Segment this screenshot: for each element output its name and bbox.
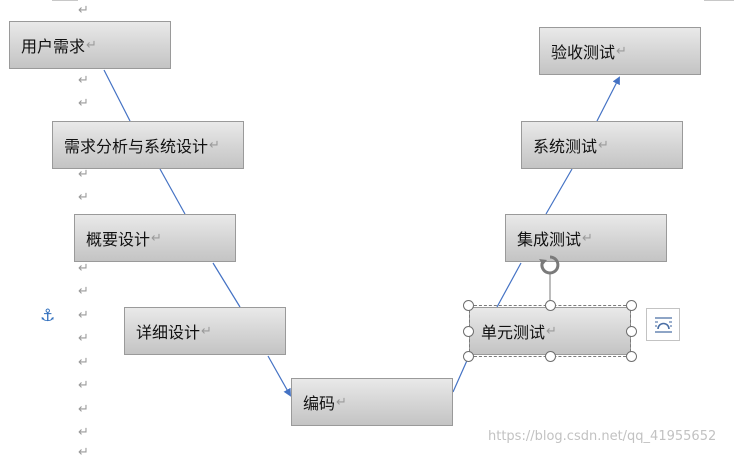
- paragraph-mark: ↵: [78, 3, 89, 18]
- paragraph-mark: ↵: [86, 37, 97, 53]
- resize-handle-top-left[interactable]: [463, 300, 474, 311]
- rotate-handle-icon[interactable]: [537, 252, 563, 278]
- resize-handle-left[interactable]: [463, 326, 474, 337]
- step-label: 用户需求: [21, 37, 86, 56]
- connector-line[interactable]: [103, 69, 131, 122]
- resize-handle-top-right[interactable]: [626, 300, 637, 311]
- paragraph-mark: ↵: [78, 445, 89, 460]
- paragraph-mark: ↵: [78, 284, 89, 299]
- step-box-detailed-design[interactable]: 详细设计↵: [124, 307, 286, 355]
- step-label: 集成测试: [517, 230, 582, 249]
- paragraph-mark: ↵: [616, 43, 627, 59]
- paragraph-mark: ↵: [151, 230, 162, 246]
- step-label: 编码: [303, 394, 336, 413]
- paragraph-mark: ↵: [582, 230, 593, 246]
- connector-line[interactable]: [159, 168, 186, 215]
- step-box-analysis-design[interactable]: 需求分析与系统设计↵: [52, 121, 244, 169]
- paragraph-mark: ↵: [546, 323, 557, 339]
- layout-options-button[interactable]: [646, 308, 680, 341]
- step-box-system-test[interactable]: 系统测试↵: [521, 121, 683, 169]
- step-label: 系统测试: [533, 137, 598, 156]
- step-label: 单元测试: [481, 323, 546, 342]
- step-box-integration-test[interactable]: 集成测试↵: [505, 214, 667, 262]
- page-margin-mark: [704, 0, 734, 1]
- paragraph-mark: ↵: [78, 261, 89, 276]
- paragraph-mark: ↵: [78, 167, 89, 182]
- paragraph-mark: ↵: [78, 402, 89, 417]
- connector-line[interactable]: [212, 262, 241, 308]
- paragraph-mark: ↵: [336, 394, 347, 410]
- resize-handle-bottom-left[interactable]: [463, 351, 474, 362]
- paragraph-mark: ↵: [78, 73, 89, 88]
- paragraph-mark: ↵: [78, 378, 89, 393]
- connector-line[interactable]: [545, 168, 573, 215]
- step-label: 需求分析与系统设计: [64, 137, 209, 156]
- paragraph-mark: ↵: [78, 331, 89, 346]
- resize-handle-bottom-right[interactable]: [626, 351, 637, 362]
- step-label: 概要设计: [86, 230, 151, 249]
- paragraph-mark: ↵: [598, 137, 609, 153]
- paragraph-mark: ↵: [78, 308, 89, 323]
- paragraph-mark: ↵: [78, 190, 89, 205]
- paragraph-mark: ↵: [78, 355, 89, 370]
- step-label: 验收测试: [551, 43, 616, 62]
- layout-options-icon: [655, 317, 672, 333]
- connector-line[interactable]: [496, 262, 522, 308]
- resize-handle-top[interactable]: [545, 300, 556, 311]
- step-label: 详细设计: [136, 323, 201, 342]
- page-margin-mark: [52, 0, 78, 1]
- step-box-requirements[interactable]: 用户需求↵: [9, 21, 171, 69]
- resize-handle-right[interactable]: [626, 326, 637, 337]
- step-box-outline-design[interactable]: 概要设计↵: [74, 214, 236, 262]
- connector-arrow[interactable]: [267, 355, 291, 397]
- paragraph-mark: ↵: [209, 137, 220, 153]
- resize-handle-bottom[interactable]: [545, 351, 556, 362]
- connector-arrow[interactable]: [596, 76, 620, 122]
- paragraph-mark: ↵: [78, 425, 89, 440]
- connector-line[interactable]: [452, 355, 470, 393]
- step-box-coding[interactable]: 编码↵: [291, 378, 453, 426]
- selection-frame: [469, 305, 631, 357]
- paragraph-mark: ↵: [201, 323, 212, 339]
- watermark: https://blog.csdn.net/qq_41955652: [488, 429, 717, 444]
- anchor-icon[interactable]: ⚓: [40, 306, 56, 326]
- step-box-acceptance-test[interactable]: 验收测试↵: [539, 27, 701, 75]
- paragraph-mark: ↵: [78, 96, 89, 111]
